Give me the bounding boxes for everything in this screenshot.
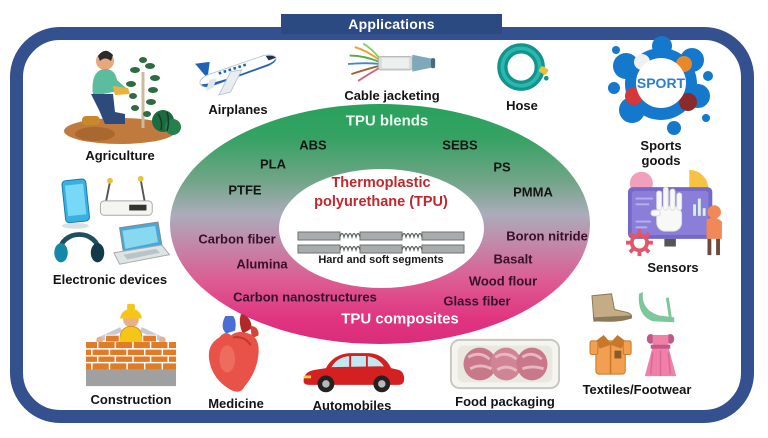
sports-goods-icon: SPORT — [608, 36, 713, 135]
tpu-core — [279, 169, 484, 288]
car-icon — [303, 353, 405, 393]
cable-jacketing-icon — [347, 42, 436, 82]
app-airplanes: Airplanes — [186, 45, 290, 117]
composites-title: TPU composites — [341, 310, 459, 328]
app-automobiles: Automobiles — [296, 342, 408, 413]
app-label-airplanes: Airplanes — [208, 102, 268, 117]
app-food-packaging: Food packaging — [449, 336, 561, 409]
app-label-cable-jacketing: Cable jacketing — [344, 88, 440, 103]
food-packaging-icon — [449, 338, 561, 390]
sport-badge-text: SPORT — [637, 75, 686, 91]
blend-ptfe: PTFE — [228, 182, 262, 198]
construction-icon — [85, 303, 177, 387]
app-cable-jacketing: Cable jacketing — [334, 42, 450, 103]
segments-caption: Hard and soft segments — [318, 254, 444, 266]
app-label-electronic-devices: Electronic devices — [52, 272, 168, 287]
app-label-hose: Hose — [506, 98, 538, 113]
electronic-devices-icon — [54, 175, 171, 265]
heart-medicine-icon — [208, 314, 259, 392]
app-label-sports-goods: Sports goods — [640, 138, 682, 168]
app-sports-goods: SPORT Sports goods — [604, 34, 718, 168]
blend-sebs: SEBS — [442, 137, 478, 153]
textiles-footwear-icon — [589, 291, 677, 377]
app-hose: Hose — [490, 40, 554, 113]
composite-basalt: Basalt — [493, 251, 533, 267]
blend-ps: PS — [493, 159, 511, 175]
composite-boron-nitride: Boron nitride — [506, 228, 588, 244]
app-textiles-footwear: Textiles/Footwear — [581, 286, 693, 397]
tpu-title: Thermoplastic polyurethane (TPU) — [314, 174, 448, 212]
composite-carbon-fiber: Carbon fiber — [198, 231, 276, 247]
app-medicine: Medicine — [198, 312, 274, 411]
app-label-food-packaging: Food packaging — [455, 394, 555, 409]
composite-wood-flour: Wood flour — [468, 273, 538, 289]
app-sensors: Sensors — [612, 166, 734, 275]
app-label-agriculture: Agriculture — [85, 148, 155, 163]
tpu-title-line2: polyurethane (TPU) — [314, 194, 448, 210]
blend-pmma: PMMA — [513, 184, 553, 200]
app-agriculture: Agriculture — [55, 36, 185, 163]
sensors-icon — [626, 169, 722, 257]
composite-carbon-nanostructures: Carbon nanostructures — [233, 289, 377, 305]
app-label-textiles-footwear: Textiles/Footwear — [582, 382, 692, 397]
tpu-title-line1: Thermoplastic — [331, 175, 431, 191]
hard-soft-segment-diagram — [297, 231, 465, 254]
hose-icon — [497, 43, 549, 91]
applications-banner: Applications — [281, 14, 502, 34]
app-label-medicine: Medicine — [208, 396, 264, 411]
blend-pla: PLA — [260, 156, 286, 172]
composite-glass-fiber: Glass fiber — [443, 293, 511, 309]
blends-title: TPU blends — [345, 112, 429, 130]
app-construction: Construction — [82, 298, 180, 407]
app-label-automobiles: Automobiles — [312, 398, 392, 413]
app-label-sensors: Sensors — [647, 260, 699, 275]
app-electronic-devices: Electronic devices — [44, 174, 176, 287]
composite-alumina: Alumina — [236, 256, 288, 272]
blend-abs: ABS — [299, 137, 327, 153]
app-label-construction: Construction — [90, 392, 172, 407]
airplane-icon — [195, 54, 277, 96]
agriculture-icon — [64, 50, 181, 144]
